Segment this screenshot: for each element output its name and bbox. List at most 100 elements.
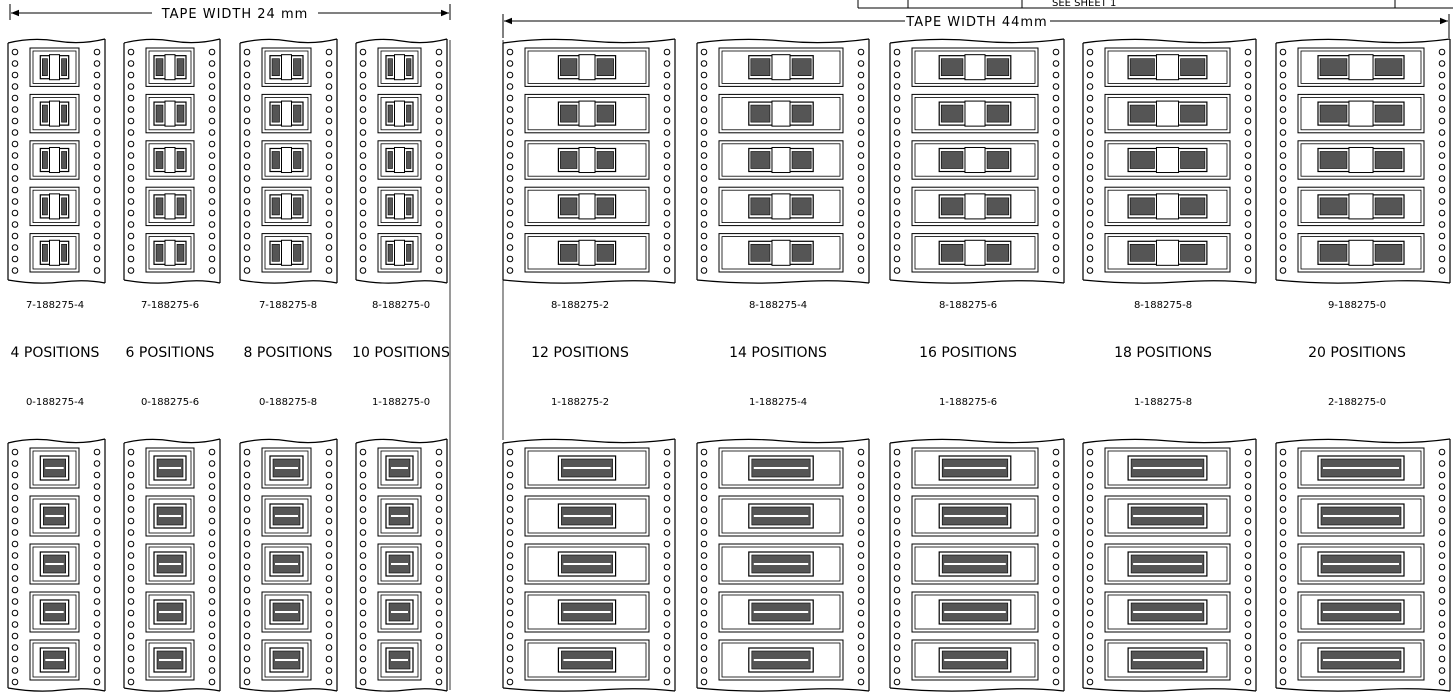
sprocket-hole: [1438, 667, 1446, 674]
sprocket-hole: [1438, 209, 1446, 217]
sprocket-hole: [1086, 255, 1094, 263]
sprocket-hole: [1438, 632, 1446, 640]
sprocket-hole: [1244, 667, 1252, 674]
sprocket-hole: [893, 83, 901, 90]
sprocket-hole: [1279, 667, 1287, 674]
sprocket-hole: [325, 575, 333, 582]
sprocket-hole: [1279, 494, 1287, 502]
sprocket-hole: [435, 471, 443, 479]
sprocket-hole: [127, 152, 135, 159]
connector-pocket: [718, 639, 844, 681]
sprocket-hole: [435, 552, 443, 559]
connector-pocket: [524, 495, 650, 537]
sprocket-hole: [1244, 83, 1252, 90]
sprocket-hole: [700, 540, 708, 548]
sprocket-hole: [700, 198, 708, 205]
tape-strips: [7, 38, 1451, 692]
sprocket-hole: [208, 232, 216, 240]
connector-pocket: [29, 47, 80, 87]
sprocket-hole: [243, 448, 251, 456]
sprocket-hole: [127, 232, 135, 240]
sprocket-hole: [1438, 255, 1446, 263]
sprocket-hole: [1052, 494, 1060, 502]
sprocket-hole: [93, 117, 101, 125]
sprocket-hole: [1244, 60, 1252, 67]
sprocket-hole: [325, 494, 333, 502]
sprocket-hole: [208, 94, 216, 102]
sprocket-hole: [325, 209, 333, 217]
sprocket-hole: [1086, 632, 1094, 640]
sprocket-hole: [127, 609, 135, 617]
sprocket-hole: [700, 483, 708, 490]
sprocket-hole: [1279, 552, 1287, 559]
sprocket-hole: [893, 94, 901, 102]
sprocket-hole: [1438, 460, 1446, 467]
sprocket-hole: [435, 494, 443, 502]
sprocket-hole: [1244, 575, 1252, 582]
sprocket-hole: [1279, 586, 1287, 594]
sprocket-hole: [700, 129, 708, 136]
sprocket-hole: [1279, 267, 1287, 274]
sprocket-hole: [1086, 529, 1094, 536]
connector-pocket: [261, 93, 312, 134]
tape-strip: [696, 38, 870, 284]
sprocket-hole: [11, 94, 19, 102]
sprocket-hole: [435, 106, 443, 113]
sprocket-hole: [893, 209, 901, 217]
sprocket-hole: [208, 129, 216, 136]
sprocket-hole: [1052, 609, 1060, 617]
sprocket-hole: [325, 94, 333, 102]
sprocket-hole: [243, 563, 251, 571]
sprocket-hole: [11, 483, 19, 490]
bottom-part-number: 1-188275-4: [749, 397, 807, 408]
positions-label: 4 POSITIONS: [11, 345, 100, 361]
sprocket-hole: [243, 517, 251, 525]
sprocket-hole: [11, 255, 19, 263]
sprocket-hole: [208, 255, 216, 263]
sprocket-hole: [127, 563, 135, 571]
sprocket-hole: [93, 129, 101, 136]
sprocket-hole: [1052, 186, 1060, 194]
sprocket-hole: [208, 563, 216, 571]
sprocket-hole: [435, 667, 443, 674]
sprocket-hole: [11, 83, 19, 90]
sprocket-hole: [208, 540, 216, 548]
sprocket-hole: [506, 209, 514, 217]
sprocket-hole: [1279, 83, 1287, 90]
sprocket-hole: [893, 48, 901, 56]
sprocket-hole: [893, 255, 901, 263]
top-part-number: 7-188275-4: [26, 300, 84, 311]
connector-pocket: [261, 591, 312, 633]
sprocket-hole: [435, 83, 443, 90]
sprocket-hole: [1279, 448, 1287, 456]
sprocket-hole: [435, 655, 443, 663]
sprocket-hole: [325, 644, 333, 651]
sprocket-hole: [325, 129, 333, 136]
sprocket-hole: [857, 586, 865, 594]
sprocket-hole: [127, 175, 135, 182]
sprocket-hole: [93, 552, 101, 559]
sprocket-hole: [506, 129, 514, 136]
sprocket-hole: [93, 244, 101, 251]
sprocket-hole: [127, 483, 135, 490]
sprocket-hole: [359, 221, 367, 228]
connector-pocket: [718, 47, 844, 87]
connector-pocket: [377, 543, 422, 585]
sprocket-hole: [11, 460, 19, 467]
sprocket-hole: [93, 632, 101, 640]
sprocket-hole: [243, 494, 251, 502]
sprocket-hole: [435, 186, 443, 194]
sprocket-hole: [208, 448, 216, 456]
sprocket-hole: [1086, 60, 1094, 67]
sprocket-hole: [359, 575, 367, 582]
sprocket-hole: [93, 609, 101, 617]
sprocket-hole: [127, 448, 135, 456]
sprocket-hole: [506, 152, 514, 159]
sprocket-hole: [663, 621, 671, 628]
sprocket-hole: [1052, 60, 1060, 67]
sprocket-hole: [93, 198, 101, 205]
sprocket-hole: [359, 244, 367, 251]
sprocket-hole: [893, 221, 901, 228]
sprocket-hole: [1086, 667, 1094, 674]
